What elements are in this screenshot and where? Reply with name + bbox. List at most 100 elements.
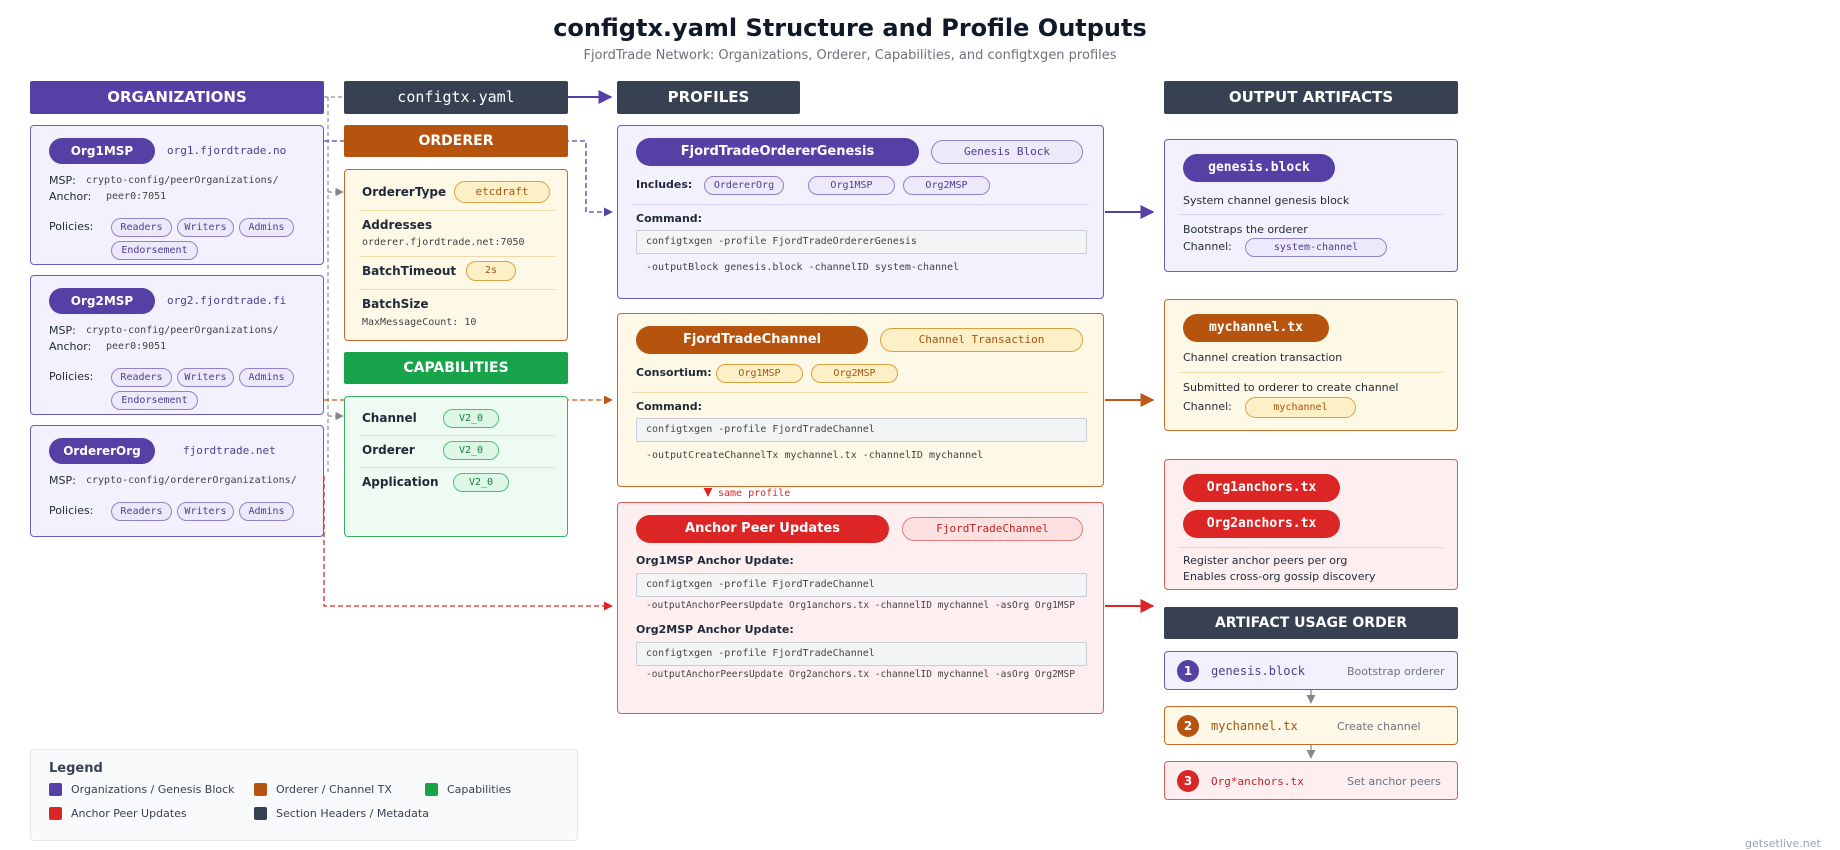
- legend-item: Organizations / Genesis Block: [71, 783, 235, 796]
- genesis-command-args: -outputBlock genesis.block -channelID sy…: [646, 262, 960, 273]
- usage-step-desc: Bootstrap orderer: [1347, 665, 1445, 678]
- genesis-output-name: genesis.block: [1183, 154, 1335, 182]
- orgs-to-anchor-arrow: [323, 476, 613, 611]
- ordererorg-msp-label: MSP:: [49, 474, 76, 487]
- output-artifacts-header: OUTPUT ARTIFACTS: [1164, 81, 1458, 114]
- legend-swatch: [254, 807, 267, 820]
- channel-profile-name: FjordTradeChannel: [636, 326, 868, 354]
- genesis-profile-tag: Genesis Block: [931, 140, 1083, 164]
- legend-swatch: [49, 807, 62, 820]
- orderer-addresses-label: Addresses: [362, 218, 433, 232]
- org2-policies-label: Policies:: [49, 370, 94, 383]
- ordererorg-msp-value: crypto-config/ordererOrganizations/: [86, 475, 297, 486]
- org1-msp-label: MSP:: [49, 174, 76, 187]
- anchors-output-desc2: Enables cross-org gossip discovery: [1183, 570, 1376, 583]
- org2-policy-chip: Readers: [111, 368, 172, 387]
- org2-msp-value: crypto-config/peerOrganizations/: [86, 325, 279, 336]
- org1-policy-chip: Admins: [239, 218, 294, 237]
- channel-command-args: -outputCreateChannelTx mychannel.tx -cha…: [646, 450, 984, 461]
- capability-version-chip: V2_0: [443, 409, 499, 428]
- genesis-include-chip: OrdererOrg: [704, 176, 784, 195]
- genesis-command-box: configtxgen -profile FjordTradeOrdererGe…: [636, 230, 1087, 254]
- anchor-org1-command-args: -outputAnchorPeersUpdate Org1anchors.tx …: [646, 600, 1075, 611]
- org2-card: Org2MSP org2.fjordtrade.fi MSP: crypto-c…: [30, 275, 324, 415]
- channel-output-channel-chip: mychannel: [1245, 397, 1356, 418]
- anchor-org2-command-args: -outputAnchorPeersUpdate Org2anchors.tx …: [646, 669, 1075, 680]
- org1-policy-chip: Endorsement: [111, 241, 198, 260]
- legend: Legend Organizations / Genesis Block Ord…: [30, 749, 578, 841]
- orderer-timeout-chip: 2s: [466, 261, 516, 281]
- legend-item: Section Headers / Metadata: [276, 807, 429, 820]
- org2-name-pill: Org2MSP: [49, 288, 155, 314]
- org1-policy-chip: Readers: [111, 218, 172, 237]
- org2-policy-chip: Admins: [239, 368, 294, 387]
- usage-step-desc: Set anchor peers: [1347, 775, 1441, 788]
- legend-swatch: [254, 783, 267, 796]
- anchor-profile-name: Anchor Peer Updates: [636, 515, 889, 543]
- org1-policies-label: Policies:: [49, 220, 94, 233]
- org2-policy-chip: Endorsement: [111, 391, 198, 410]
- anchor-profile-card: Anchor Peer Updates FjordTradeChannel Or…: [617, 502, 1104, 714]
- usage-step-3: 3 Org*anchors.tx Set anchor peers: [1164, 761, 1458, 800]
- channel-output-name: mychannel.tx: [1183, 314, 1329, 342]
- capability-version-chip: V2_0: [443, 441, 499, 460]
- channel-profile-card: FjordTradeChannel Channel Transaction Co…: [617, 313, 1104, 487]
- orderer-batchsize-value: MaxMessageCount: 10: [362, 317, 477, 328]
- usage-step-name: genesis.block: [1211, 664, 1305, 678]
- ordererorg-policies-label: Policies:: [49, 504, 94, 517]
- genesis-include-chip: Org2MSP: [903, 176, 990, 195]
- genesis-output-desc: System channel genesis block: [1183, 194, 1350, 207]
- genesis-profile-card: FjordTradeOrdererGenesis Genesis Block I…: [617, 125, 1104, 299]
- usage-order-header: ARTIFACT USAGE ORDER: [1164, 607, 1458, 639]
- genesis-output-channel-chip: system-channel: [1245, 238, 1387, 257]
- usage-step-number: 1: [1177, 660, 1199, 682]
- org1-anchor-label: Anchor:: [49, 190, 92, 203]
- org1-domain: org1.fjordtrade.no: [167, 144, 287, 157]
- org1-anchor-value: peer0:7051: [106, 191, 167, 202]
- channel-command-label: Command:: [636, 400, 703, 413]
- orderer-addresses-value: orderer.fjordtrade.net:7050: [362, 237, 525, 248]
- genesis-include-chip: Org1MSP: [808, 176, 895, 195]
- anchor-org2-command-box: configtxgen -profile FjordTradeChannel: [636, 642, 1087, 666]
- genesis-command-label: Command:: [636, 212, 703, 225]
- orderer-timeout-label: BatchTimeout: [362, 264, 457, 278]
- org1-msp-value: crypto-config/peerOrganizations/: [86, 175, 279, 186]
- capabilities-header: CAPABILITIES: [344, 352, 568, 384]
- capability-version-chip: V2_0: [453, 473, 509, 492]
- legend-item: Capabilities: [447, 783, 512, 796]
- org1-card: Org1MSP org1.fjordtrade.no MSP: crypto-c…: [30, 125, 324, 265]
- orderer-batchsize-label: BatchSize: [362, 297, 429, 311]
- capability-name: Channel: [362, 411, 417, 425]
- page-title: configtx.yaml Structure and Profile Outp…: [553, 14, 1147, 42]
- orderer-card: OrdererType etcdraft Addresses orderer.f…: [344, 169, 568, 341]
- anchors-output-name1: Org1anchors.tx: [1183, 474, 1340, 502]
- channel-output-channel-label: Channel:: [1183, 400, 1232, 413]
- legend-title: Legend: [49, 761, 103, 776]
- channel-consortium-label: Consortium:: [636, 366, 712, 379]
- watermark: getsetlive.net: [1745, 837, 1821, 850]
- anchor-profile-tag: FjordTradeChannel: [902, 517, 1083, 541]
- usage-step-number: 3: [1177, 770, 1199, 792]
- channel-consortium-chip: Org2MSP: [811, 364, 898, 383]
- ordererorg-card: OrdererOrg fjordtrade.net MSP: crypto-co…: [30, 425, 324, 537]
- org1-name-pill: Org1MSP: [49, 138, 155, 164]
- configtx-header: configtx.yaml: [344, 81, 568, 114]
- usage-step-1: 1 genesis.block Bootstrap orderer: [1164, 651, 1458, 690]
- channel-output-desc2: Submitted to orderer to create channel: [1183, 381, 1399, 394]
- organizations-header: ORGANIZATIONS: [30, 81, 324, 114]
- org2-anchor-label: Anchor:: [49, 340, 92, 353]
- org2-domain: org2.fjordtrade.fi: [167, 294, 287, 307]
- anchors-output-desc: Register anchor peers per org: [1183, 554, 1348, 567]
- usage-step-name: Org*anchors.tx: [1211, 775, 1304, 788]
- anchors-output-card: Org1anchors.tx Org2anchors.tx Register a…: [1164, 459, 1458, 590]
- page-subtitle: FjordTrade Network: Organizations, Order…: [583, 48, 1117, 63]
- anchor-org2-label: Org2MSP Anchor Update:: [636, 623, 794, 636]
- usage-step-name: mychannel.tx: [1211, 719, 1298, 733]
- channel-output-card: mychannel.tx Channel creation transactio…: [1164, 299, 1458, 431]
- ordererorg-policy-chip: Admins: [239, 502, 294, 521]
- orderer-type-label: OrdererType: [362, 185, 447, 199]
- capability-name: Application: [362, 475, 439, 489]
- genesis-output-desc2: Bootstraps the orderer: [1183, 223, 1308, 236]
- orderer-header: ORDERER: [344, 125, 568, 157]
- orderer-type-chip: etcdraft: [454, 181, 550, 203]
